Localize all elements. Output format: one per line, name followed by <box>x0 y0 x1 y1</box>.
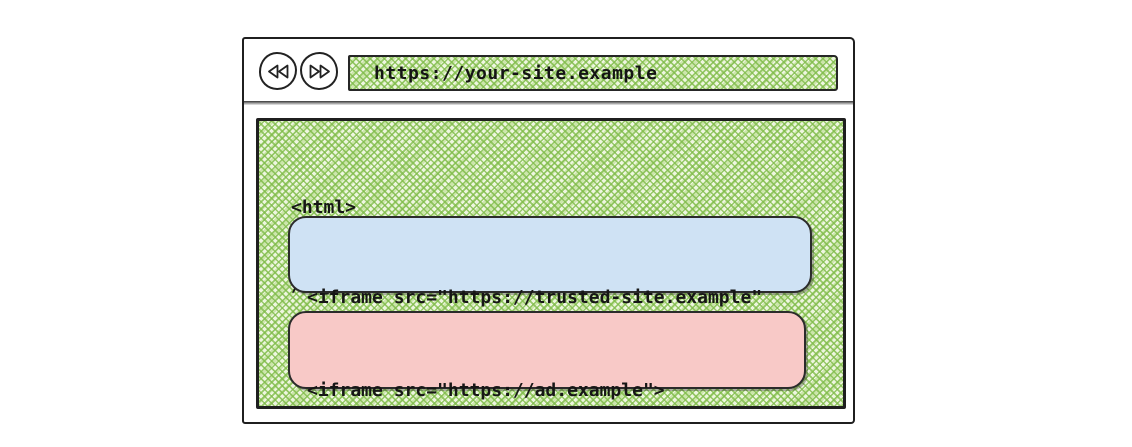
browser-window: https://your-site.example <html> // your… <box>242 37 855 424</box>
page-content-area: <html> // your-site.example code <iframe… <box>256 118 846 409</box>
url-bar[interactable]: https://your-site.example <box>348 55 838 91</box>
trusted-iframe-box: <iframe src="https://trusted-site.exampl… <box>288 216 812 386</box>
code-line-html-tag: <html> <box>291 197 357 218</box>
fast-forward-icon <box>307 63 332 80</box>
back-button[interactable] <box>259 52 297 90</box>
url-text: https://your-site.example <box>374 62 658 84</box>
ad-iframe-code-line1: <iframe src="https://ad.example"> <box>307 380 665 401</box>
trusted-iframe-code-line1: <iframe src="https://trusted-site.exampl… <box>307 287 763 308</box>
toolbar-divider <box>244 101 853 105</box>
browser-toolbar: https://your-site.example <box>244 39 853 101</box>
rewind-icon <box>266 63 291 80</box>
forward-button[interactable] <box>300 52 338 90</box>
ad-iframe-box: <iframe src="https://ad.example"> <box>288 311 806 401</box>
